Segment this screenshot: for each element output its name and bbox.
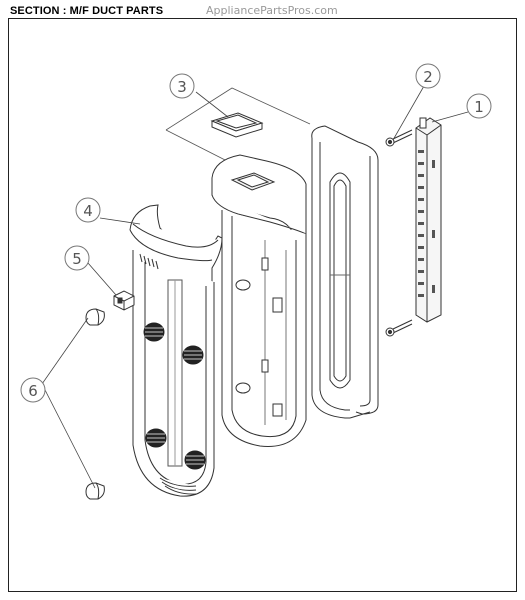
part-1-bracket	[415, 117, 442, 323]
duct-gasket	[311, 125, 379, 419]
callout-5-label: 5	[72, 250, 82, 268]
part-3-cap	[210, 112, 264, 138]
top-vent-slots	[139, 253, 159, 270]
diagram-frame	[8, 18, 517, 592]
callout-1-label: 1	[474, 98, 484, 116]
part-2-screw-bottom	[385, 319, 413, 337]
part-2-screw-top	[385, 129, 413, 147]
part-4-front-cover	[129, 204, 223, 497]
callout-2: 2	[415, 63, 441, 89]
grille-slots-overlay	[145, 327, 204, 465]
callout-6-label: 6	[28, 382, 38, 400]
callout-3-label: 3	[177, 78, 187, 96]
callout-6: 6	[20, 377, 46, 403]
part-6-cap-top	[85, 308, 105, 326]
callout-4: 4	[75, 197, 101, 223]
callout-leaders	[41, 85, 469, 489]
callout-4-label: 4	[83, 202, 93, 220]
part-3-exploded-outline	[165, 87, 311, 164]
part-6-cap-bottom	[85, 482, 105, 500]
part-5-clip	[113, 290, 135, 311]
callout-2-label: 2	[423, 68, 433, 86]
section-title: SECTION : M/F DUCT PARTS	[10, 5, 164, 17]
rear-duct-housing	[211, 154, 307, 447]
callout-1: 1	[466, 93, 492, 119]
bottom-vent-lines	[159, 477, 197, 495]
callout-5: 5	[64, 245, 90, 271]
bracket-teeth	[418, 150, 435, 297]
callout-3: 3	[169, 73, 195, 99]
watermark: AppliancePartsPros.com	[206, 4, 338, 17]
